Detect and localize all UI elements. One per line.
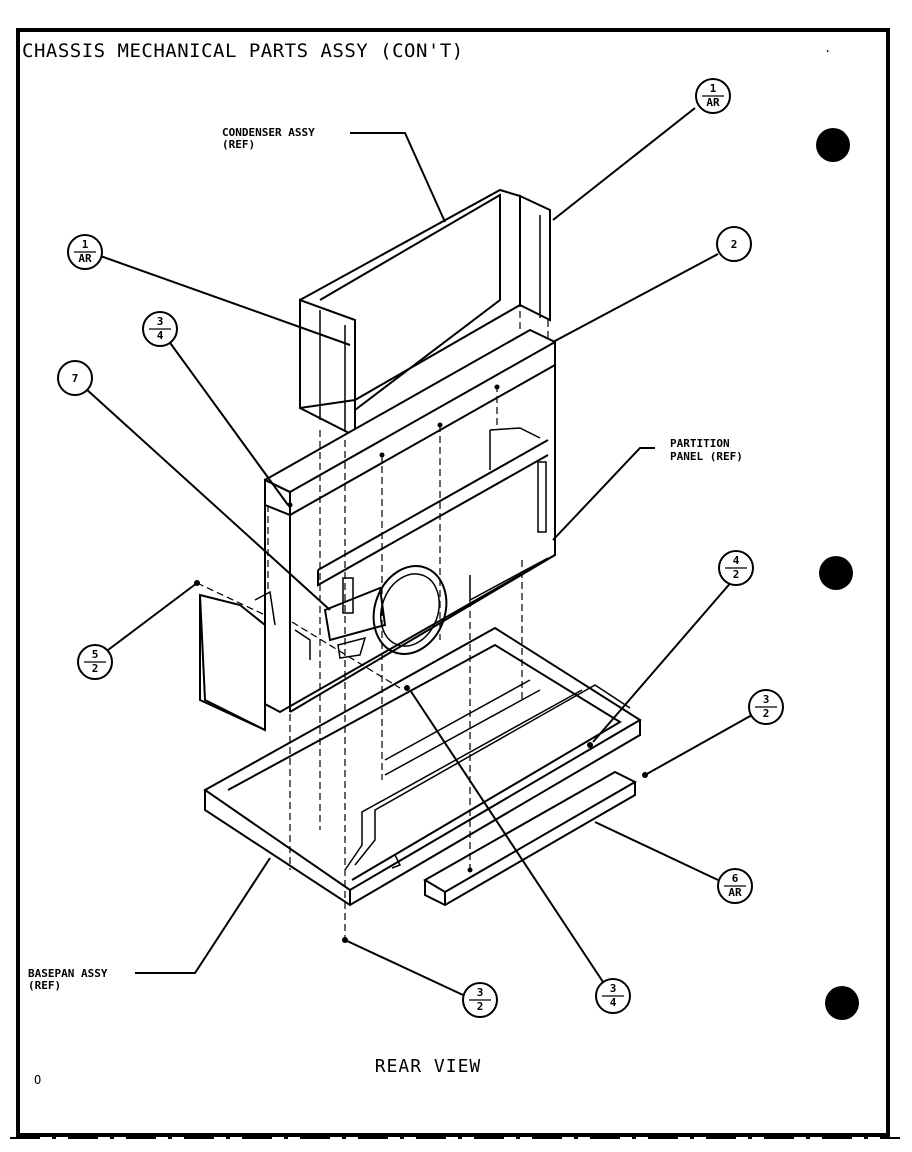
- projection-lines: [194, 300, 648, 943]
- page-title: CHASSIS MECHANICAL PARTS ASSY (CON'T): [22, 40, 464, 62]
- svg-text:3: 3: [610, 982, 617, 995]
- stray-mark: .: [824, 41, 831, 55]
- basepan-ref-label: (REF): [28, 979, 61, 992]
- svg-text:4: 4: [157, 329, 164, 342]
- svg-text:5: 5: [92, 648, 99, 661]
- partition-panel-ref-label: PANEL (REF): [670, 450, 743, 463]
- callout-3-2-right[interactable]: 3 2: [748, 689, 784, 725]
- svg-text:4: 4: [733, 554, 740, 567]
- callout-5-2[interactable]: 5 2: [77, 644, 113, 680]
- callout-2[interactable]: 2: [716, 226, 752, 262]
- svg-text:3: 3: [477, 986, 484, 999]
- condenser-ref-label: (REF): [222, 138, 255, 151]
- page-border: [16, 28, 890, 1137]
- side-bracket: [198, 590, 311, 732]
- callout-3-2-bottom[interactable]: 3 2: [462, 982, 498, 1018]
- view-label: REAR VIEW: [375, 1056, 482, 1077]
- leader-lines: [84, 107, 753, 996]
- svg-text:6: 6: [732, 872, 739, 885]
- svg-text:2: 2: [763, 707, 770, 720]
- callout-3-4-lower[interactable]: 3 4: [595, 978, 631, 1014]
- svg-text:2: 2: [477, 1000, 484, 1013]
- svg-text:7: 7: [72, 372, 79, 385]
- svg-text:AR: AR: [706, 96, 720, 109]
- partition-label: PARTITION: [670, 437, 730, 450]
- callout-7[interactable]: 7: [57, 360, 93, 396]
- svg-text:2: 2: [731, 238, 738, 251]
- condenser-assy-label: CONDENSER ASSY: [222, 126, 315, 139]
- binder-hole: [825, 986, 859, 1020]
- svg-text:3: 3: [157, 315, 164, 328]
- basepan-assy: [203, 626, 642, 907]
- svg-text:3: 3: [763, 693, 770, 706]
- svg-text:AR: AR: [78, 252, 92, 265]
- svg-text:4: 4: [610, 996, 617, 1009]
- binder-hole: [819, 556, 853, 590]
- svg-text:2: 2: [733, 568, 740, 581]
- binder-hole: [816, 128, 850, 162]
- svg-text:1: 1: [82, 238, 89, 251]
- corner-mark: O: [34, 1073, 41, 1087]
- basepan-assy-label: BASEPAN ASSY: [28, 967, 108, 980]
- svg-text:2: 2: [92, 662, 99, 675]
- callout-6-ar[interactable]: 6 AR: [717, 868, 753, 904]
- callout-1-ar-left[interactable]: 1 AR: [67, 234, 103, 270]
- callout-1-ar-top[interactable]: 1 AR: [695, 78, 731, 114]
- callout-3-4-upper[interactable]: 3 4: [142, 311, 178, 347]
- svg-text:1: 1: [710, 82, 717, 95]
- callout-4-2[interactable]: 4 2: [718, 550, 754, 586]
- rail-part: [423, 770, 638, 907]
- svg-text:AR: AR: [728, 886, 742, 899]
